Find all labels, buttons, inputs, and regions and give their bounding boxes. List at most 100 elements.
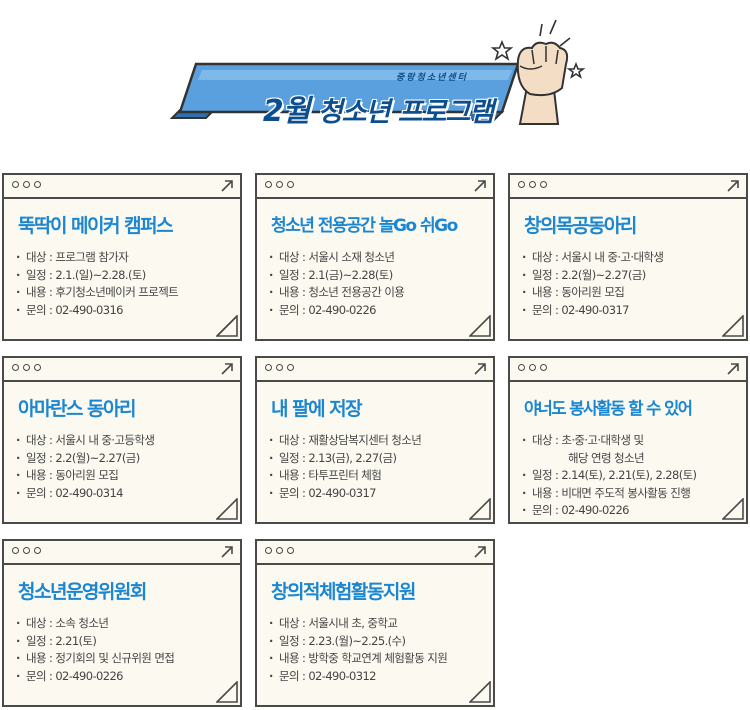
card-title: 창의목공동아리 (524, 215, 637, 237)
card-detail-line: 해당 연령 청소년 (568, 450, 645, 465)
card-window-bar (257, 175, 493, 199)
banner-org-name: 중랑청소년센터 (396, 73, 468, 83)
card-detail-line: 문의 : 02-490-0226 (16, 668, 240, 686)
card-details: 대상 : 서울시내 초, 중학교 일정 : 2.23.(월)~2.25.(수) … (269, 615, 493, 685)
page-fold-icon (216, 681, 238, 703)
card-detail-line: 대상 : 초·중·고·대학생 및 (522, 432, 746, 450)
card-detail-line: 내용 : 비대면 주도적 봉사활동 진행 (522, 485, 746, 503)
card-detail-line: 문의 : 02-490-0226 (269, 302, 493, 320)
card-window-bar (510, 358, 746, 382)
dot-icon (12, 364, 19, 371)
card-detail-line: 일정 : 2.13(금), 2.27(금) (269, 450, 493, 468)
program-card: 내 팔에 저장 대상 : 재활상담복지센터 청소년 일정 : 2.13(금), … (255, 356, 495, 524)
banner-ribbon (169, 62, 520, 121)
card-title: 내 팔에 저장 (271, 398, 363, 420)
card-title: 창의적체험활동지원 (271, 581, 416, 603)
card-detail-line: 내용 : 동아리원 모집 (522, 284, 746, 302)
card-title: 야너도 봉사활동 할 수 있어 (524, 399, 693, 418)
card-detail-line: 대상 : 프로그램 참가자 (16, 249, 240, 267)
expand-arrow-icon (221, 546, 233, 558)
card-detail-line: 대상 : 서울시 내 중·고등학생 (16, 432, 240, 450)
card-detail-line: 일정 : 2.1.(일)~2.28.(토) (16, 267, 240, 285)
page-fold-icon (722, 315, 744, 337)
card-detail-line: 대상 : 서울시 내 중·고·대학생 (522, 249, 746, 267)
card-detail-line: 일정 : 2.2(월)~2.27(금) (522, 267, 746, 285)
card-window-bar (257, 358, 493, 382)
card-detail-line: 내용 : 방학중 학교연계 체험활동 지원 (269, 650, 493, 668)
dot-icon (34, 364, 41, 371)
expand-arrow-icon (474, 546, 486, 558)
dot-icon (276, 547, 283, 554)
expand-arrow-icon (221, 180, 233, 192)
page-fold-icon (216, 498, 238, 520)
program-card: 창의목공동아리 대상 : 서울시 내 중·고·대학생 일정 : 2.2(월)~2… (508, 173, 748, 341)
card-detail-line: 내용 : 타투프린터 체험 (269, 467, 493, 485)
banner-month: 2월 (262, 94, 310, 129)
program-card: 아마란스 동아리 대상 : 서울시 내 중·고등학생 일정 : 2.2(월)~2… (2, 356, 242, 524)
program-card: 청소년운영위원회 대상 : 소속 청소년 일정 : 2.21(토) 내용 : 정… (2, 539, 242, 707)
dot-icon (540, 364, 547, 371)
card-detail-line: 대상 : 재활상담복지센터 청소년 (269, 432, 493, 450)
dot-icon (540, 181, 547, 188)
card-detail-line: 내용 : 정기회의 및 신규위원 면접 (16, 650, 240, 668)
card-window-bar (4, 541, 240, 565)
card-detail-line: 문의 : 02-490-0312 (269, 668, 493, 686)
card-detail-line: 내용 : 후기청소년메이커 프로젝트 (16, 284, 240, 302)
page-fold-icon (722, 498, 744, 520)
card-detail-line: 대상 : 서울시내 초, 중학교 (269, 615, 493, 633)
card-detail-line: 내용 : 청소년 전용공간 이용 (269, 284, 493, 302)
card-detail-line: 일정 : 2.2(월)~2.27(금) (16, 450, 240, 468)
dot-icon (276, 181, 283, 188)
page-fold-icon (216, 315, 238, 337)
card-detail-line: 일정 : 2.21(토) (16, 633, 240, 651)
program-card: 야너도 봉사활동 할 수 있어 대상 : 초·중·고·대학생 및 해당 연령 청… (508, 356, 748, 524)
card-title: 청소년운영위원회 (18, 581, 147, 603)
dot-icon (265, 364, 272, 371)
card-details: 대상 : 프로그램 참가자 일정 : 2.1.(일)~2.28.(토) 내용 :… (16, 249, 240, 319)
card-detail-line: 내용 : 동아리원 모집 (16, 467, 240, 485)
expand-arrow-icon (727, 180, 739, 192)
card-details: 대상 : 소속 청소년 일정 : 2.21(토) 내용 : 정기회의 및 신규위… (16, 615, 240, 685)
card-details: 대상 : 서울시 내 중·고등학생 일정 : 2.2(월)~2.27(금) 내용… (16, 432, 240, 502)
card-title: 청소년 전용공간 놀Go 쉬Go (271, 216, 458, 236)
dot-icon (265, 547, 272, 554)
card-detail-line: 문의 : 02-490-0314 (16, 485, 240, 503)
expand-arrow-icon (221, 363, 233, 375)
expand-arrow-icon (727, 363, 739, 375)
card-title: 아마란스 동아리 (18, 398, 136, 420)
card-title: 뚝딱이 메이커 캠퍼스 (18, 215, 174, 237)
dot-icon (518, 364, 525, 371)
dot-icon (265, 181, 272, 188)
page-fold-icon (469, 315, 491, 337)
dot-icon (287, 181, 294, 188)
banner-title-text: 청소년 프로그램 (317, 97, 494, 128)
dot-icon (518, 181, 525, 188)
card-details: 대상 : 재활상담복지센터 청소년 일정 : 2.13(금), 2.27(금) … (269, 432, 493, 502)
dot-icon (12, 547, 19, 554)
card-detail-line: 일정 : 2.1(금)~2.28(토) (269, 267, 493, 285)
card-details: 대상 : 서울시 내 중·고·대학생 일정 : 2.2(월)~2.27(금) 내… (522, 249, 746, 319)
card-window-bar (510, 175, 746, 199)
dot-icon (34, 547, 41, 554)
dot-icon (276, 364, 283, 371)
card-details: 대상 : 초·중·고·대학생 및 해당 연령 청소년 일정 : 2.14(토),… (522, 432, 746, 520)
dot-icon (287, 364, 294, 371)
dot-icon (23, 181, 30, 188)
card-detail-line: 일정 : 2.14(토), 2.21(토), 2.28(토) (522, 467, 746, 485)
banner-title: 2월 청소년 프로그램 (228, 86, 528, 130)
program-card: 뚝딱이 메이커 캠퍼스 대상 : 프로그램 참가자 일정 : 2.1.(일)~2… (2, 173, 242, 341)
expand-arrow-icon (474, 363, 486, 375)
page-fold-icon (469, 498, 491, 520)
dot-icon (529, 181, 536, 188)
dot-icon (23, 547, 30, 554)
card-detail-line: 문의 : 02-490-0317 (269, 485, 493, 503)
card-window-bar (4, 358, 240, 382)
card-detail-line: 대상 : 소속 청소년 (16, 615, 240, 633)
card-detail-line: 일정 : 2.23.(월)~2.25.(수) (269, 633, 493, 651)
expand-arrow-icon (474, 180, 486, 192)
card-detail-line: 문의 : 02-490-0226 (522, 502, 746, 520)
dot-icon (34, 181, 41, 188)
card-detail-line: 문의 : 02-490-0316 (16, 302, 240, 320)
card-detail-line: 대상 : 서울시 소재 청소년 (269, 249, 493, 267)
card-detail-line: 문의 : 02-490-0317 (522, 302, 746, 320)
